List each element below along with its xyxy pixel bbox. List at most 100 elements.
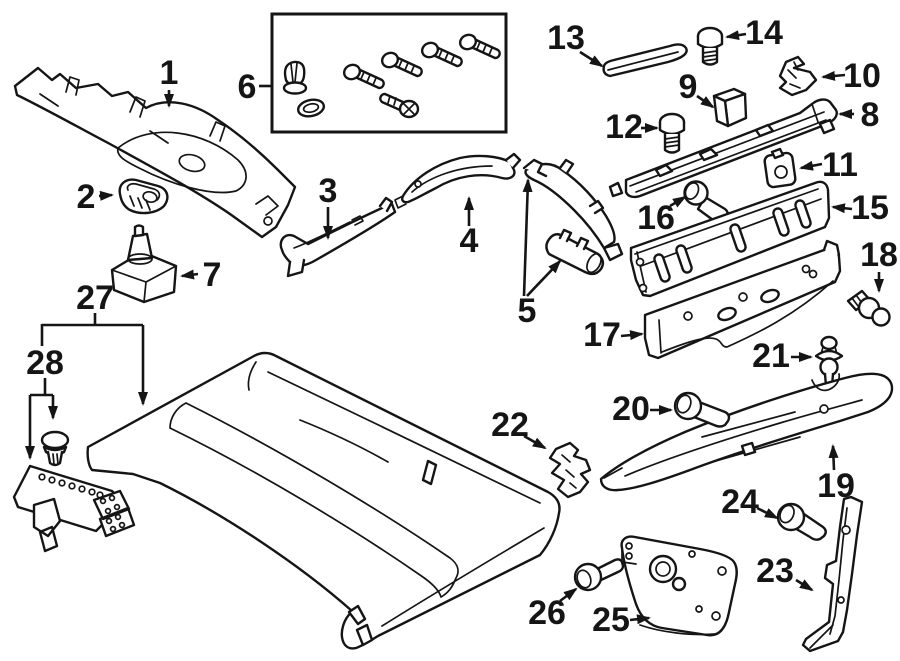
end-flange: [822, 239, 841, 257]
inner-lines: [658, 280, 834, 354]
callout-2[interactable]: 2: [77, 178, 96, 216]
hole: [263, 216, 273, 226]
bracket-hook: [522, 158, 548, 178]
part-17-panel[interactable]: [643, 239, 842, 360]
part-2-clip[interactable]: [118, 178, 169, 215]
recess: [142, 190, 158, 204]
callout-19[interactable]: 19: [817, 467, 855, 505]
part-27-hinge-assembly[interactable]: [12, 464, 136, 553]
hole: [819, 404, 829, 414]
callout-25[interactable]: 25: [592, 601, 630, 639]
callout-27[interactable]: 27: [76, 279, 114, 317]
callout-26[interactable]: 26: [528, 594, 566, 632]
callout-22[interactable]: 22: [491, 406, 529, 444]
part-14-bolt[interactable]: [696, 26, 724, 66]
detail-lines: [787, 61, 801, 89]
hole: [635, 257, 645, 267]
part-7-stop-buffer[interactable]: [110, 224, 178, 304]
grommet-inner: [655, 561, 671, 577]
callout-1[interactable]: 1: [160, 54, 179, 92]
part-18-fastener[interactable]: [846, 289, 891, 327]
outline: [279, 202, 397, 267]
stem-lines: [52, 453, 59, 465]
callout-21[interactable]: 21: [752, 337, 790, 375]
callout-15[interactable]: 15: [851, 189, 889, 227]
part-1-header-trim-panel[interactable]: [13, 66, 297, 239]
callout-23[interactable]: 23: [756, 552, 794, 590]
head-face: [576, 569, 592, 589]
head-side: [658, 120, 686, 136]
cone: [126, 232, 154, 262]
head-side: [696, 34, 724, 50]
head-face: [779, 504, 795, 524]
outline: [86, 351, 561, 650]
grommet-ring: [648, 554, 678, 584]
outline: [778, 55, 818, 97]
callout-12[interactable]: 12: [605, 108, 643, 146]
base-edges: [111, 265, 177, 303]
part-8-rail[interactable]: [608, 98, 838, 199]
callout-3[interactable]: 3: [319, 172, 338, 210]
callout-9[interactable]: 9: [679, 68, 698, 106]
flap: [32, 497, 62, 553]
callout-7[interactable]: 7: [203, 256, 222, 294]
callout-16[interactable]: 16: [637, 199, 675, 237]
part-11-grommet[interactable]: [763, 147, 797, 189]
part-24-bolt[interactable]: [776, 502, 827, 541]
knob: [820, 335, 838, 351]
part-9-clip[interactable]: [712, 87, 748, 128]
callout-11[interactable]: 11: [822, 146, 858, 184]
inner-lines: [603, 373, 863, 479]
part-28-push-pin[interactable]: [40, 430, 70, 467]
callout-8[interactable]: 8: [861, 96, 880, 134]
roller: [545, 233, 605, 276]
plate-holes: [99, 494, 126, 533]
shaft: [595, 558, 625, 582]
callout-10[interactable]: 10: [843, 57, 881, 95]
top-tab: [770, 147, 785, 160]
part-27-top-cover[interactable]: [86, 351, 561, 650]
callout-20[interactable]: 20: [612, 390, 650, 428]
part-13-pad[interactable]: [602, 43, 688, 78]
end-feet: [608, 118, 836, 198]
outline: [13, 66, 297, 239]
hole: [638, 283, 648, 293]
callout-17[interactable]: 17: [583, 316, 621, 354]
head-face: [684, 182, 700, 200]
stem: [46, 450, 64, 467]
part-22-bracket[interactable]: [548, 441, 592, 499]
outline: [548, 441, 592, 499]
part-6-hardware-kit[interactable]: [270, 12, 508, 134]
callout-4[interactable]: 4: [460, 222, 479, 260]
callout-labels: 1 2 3 4 5 6 7 8 9 10 11 12 13 14 15 16 1…: [26, 14, 898, 639]
hole: [837, 596, 845, 604]
callout-6[interactable]: 6: [238, 68, 257, 106]
callout-18[interactable]: 18: [860, 236, 898, 274]
bracket-foot: [602, 242, 624, 262]
part-23-corner-bracket[interactable]: [801, 495, 864, 653]
part-20-bolt[interactable]: [673, 391, 731, 428]
oval-cutout: [717, 306, 737, 322]
grommet-lines: [290, 62, 298, 83]
part-25-mounting-plate[interactable]: [620, 535, 738, 637]
roller-end: [586, 252, 602, 274]
screw-2: [380, 51, 423, 78]
part-3-side-rail-trim[interactable]: [279, 196, 397, 278]
callout-24[interactable]: 24: [721, 483, 759, 521]
part-5-bracket-and-roller[interactable]: [522, 158, 624, 276]
oval-cutout: [760, 288, 780, 304]
head-face: [676, 394, 692, 414]
callout-14[interactable]: 14: [745, 14, 783, 52]
part-15-slotted-panel[interactable]: [629, 180, 831, 298]
part-26-bolt[interactable]: [573, 558, 625, 592]
holes: [683, 264, 818, 321]
callout-5[interactable]: 5: [518, 292, 537, 330]
part-19-quarter-panel[interactable]: [599, 372, 894, 492]
end-tabs: [286, 196, 394, 278]
part-10-clip[interactable]: [778, 55, 818, 97]
part-4-side-rail-trim[interactable]: [394, 152, 522, 209]
callout-28[interactable]: 28: [26, 344, 64, 382]
part-12-bolt[interactable]: [658, 112, 686, 154]
callout-13[interactable]: 13: [547, 19, 585, 57]
